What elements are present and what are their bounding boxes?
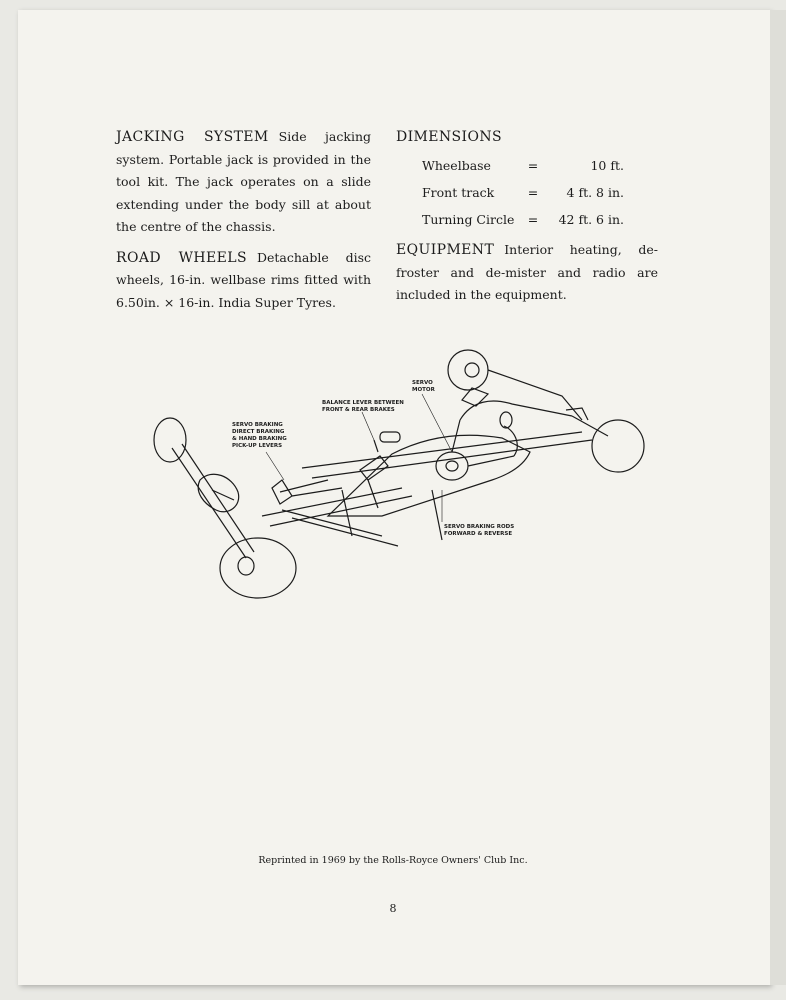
rods-label-2: FORWARD & REVERSE [444, 531, 512, 537]
pickup-label-2: DIRECT BRAKING [232, 429, 285, 435]
rear-left-wheel [153, 417, 187, 463]
differential [197, 473, 240, 513]
dimension-equals: = [527, 212, 539, 227]
dimensions-table: Wheelbase = 10 ft. Front track = 4 ft. 8… [422, 152, 624, 233]
balance-label-2: FRONT & REAR BRAKES [322, 407, 395, 413]
rear-axle [171, 443, 255, 559]
page-sheet [18, 10, 770, 985]
dimension-row: Front track = 4 ft. 8 in. [422, 179, 624, 206]
balance-lever [359, 455, 389, 481]
road-wheels-text: Detachable disc wheels, 16-in. wellbase … [116, 249, 371, 310]
dimension-value: 4 ft. 8 in. [566, 185, 624, 200]
road-wheels-heading: ROAD WHEELS [116, 249, 247, 266]
dimensions-heading: DIMENSIONS [396, 129, 502, 145]
dimension-equals: = [527, 185, 539, 200]
rear-right-wheel [219, 537, 297, 599]
dimension-row: Turning Circle = 42 ft. 6 in. [422, 206, 624, 233]
front-right-wheel [591, 419, 645, 473]
balance-label-1: BALANCE LEVER BETWEEN [322, 400, 404, 406]
right-column: DIMENSIONS Wheelbase = 10 ft. Front trac… [396, 126, 658, 315]
rods-label-1: SERVO BRAKING RODS [444, 524, 514, 530]
servo-label-2: MOTOR [412, 387, 436, 393]
dimension-label: Turning Circle [422, 212, 515, 227]
dimension-label: Front track [422, 185, 495, 200]
jacking-system-heading: JACKING SYSTEM [116, 129, 269, 145]
dimension-value: 10 ft. [590, 158, 624, 173]
front-left-wheel [447, 349, 489, 391]
dimension-label: Wheelbase [422, 158, 491, 173]
brake-system-diagram: SERVO BRAKING DIRECT BRAKING & HAND BRAK… [153, 349, 645, 599]
jacking-system-text: Side jacking system. Portable jack is pr… [116, 129, 371, 234]
dimension-value: 42 ft. 6 in. [558, 212, 624, 227]
pickup-label-3: & HAND BRAKING [232, 436, 287, 442]
dimension-row: Wheelbase = 10 ft. [422, 152, 624, 179]
pickup-label-4: PICK-UP LEVERS [232, 443, 282, 449]
reprint-footer: Reprinted in 1969 by the Rolls-Royce Own… [258, 855, 528, 866]
page-edge [770, 10, 786, 985]
pickup-label-1: SERVO BRAKING [232, 422, 283, 428]
equipment-heading: EQUIPMENT [396, 242, 495, 258]
servo-label-1: SERVO [412, 380, 433, 386]
pickup-levers [271, 479, 343, 505]
dimension-equals: = [527, 158, 539, 173]
page-number: 8 [389, 902, 397, 915]
equipment-text: Interior heating, de-froster and de-mist… [396, 242, 658, 302]
servo-motor [435, 451, 469, 481]
chassis-frame [326, 434, 531, 517]
